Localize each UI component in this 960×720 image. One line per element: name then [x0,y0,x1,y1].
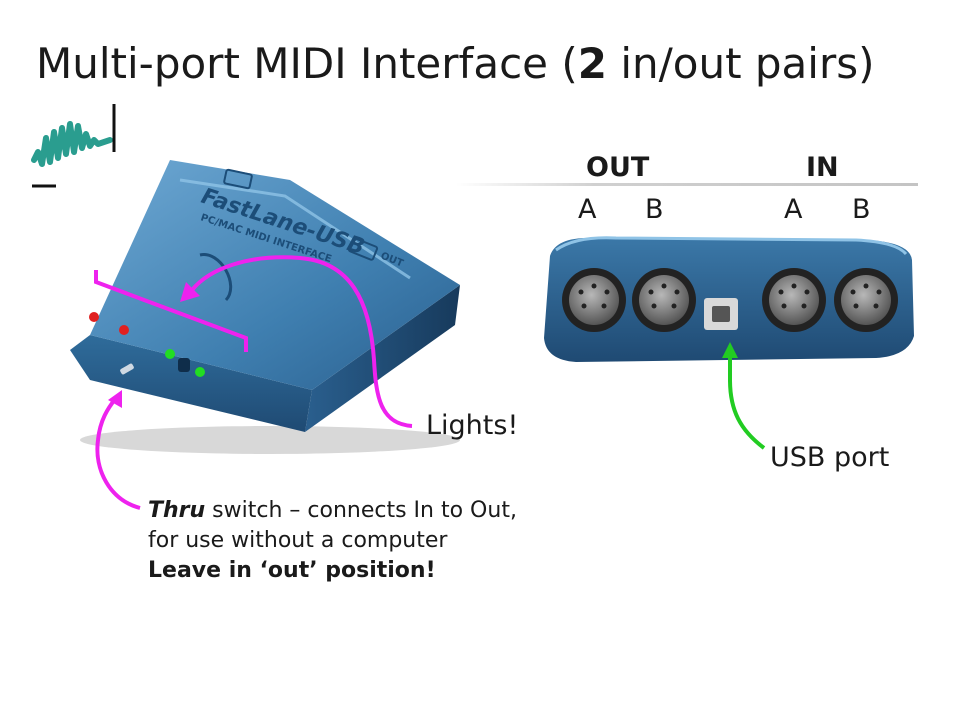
thru-switch-icon [178,358,190,372]
usb-port-icon [704,298,738,330]
midi-out-a-port-icon [562,268,626,332]
midi-in-b-port-icon [834,268,898,332]
header-divider [456,183,918,186]
in-b-label: B [852,194,871,225]
waveform-logo-icon [31,104,116,188]
green-led-2-icon [195,367,205,377]
midi-out-b-port-icon [632,268,696,332]
green-led-1-icon [165,349,175,359]
note-line-1: switch – connects In to Out, [205,498,517,523]
slide-title: Multi-port MIDI Interface (2 in/out pair… [36,39,875,88]
thru-word: Thru [148,498,206,523]
midi-interface-device-image: FastLane-USB PC/MAC MIDI INTERFACE OUT [70,160,460,454]
note-line-2: for use without a computer [148,528,448,553]
out-a-label: A [578,194,597,225]
red-led-2-icon [119,325,129,335]
thru-switch-note: Thru switch – connects In to Out, for us… [148,496,517,586]
out-header: OUT [586,152,650,183]
in-header: IN [806,152,839,183]
lights-label: Lights! [426,410,519,441]
title-bold-number: 2 [577,39,607,88]
usb-port-label: USB port [770,442,890,473]
red-led-1-icon [89,312,99,322]
out-b-label: B [645,194,664,225]
midi-interface-back-panel-image [544,236,914,362]
in-a-label: A [784,194,803,225]
midi-in-a-port-icon [762,268,826,332]
note-line-3: Leave in ‘out’ position! [148,558,436,583]
